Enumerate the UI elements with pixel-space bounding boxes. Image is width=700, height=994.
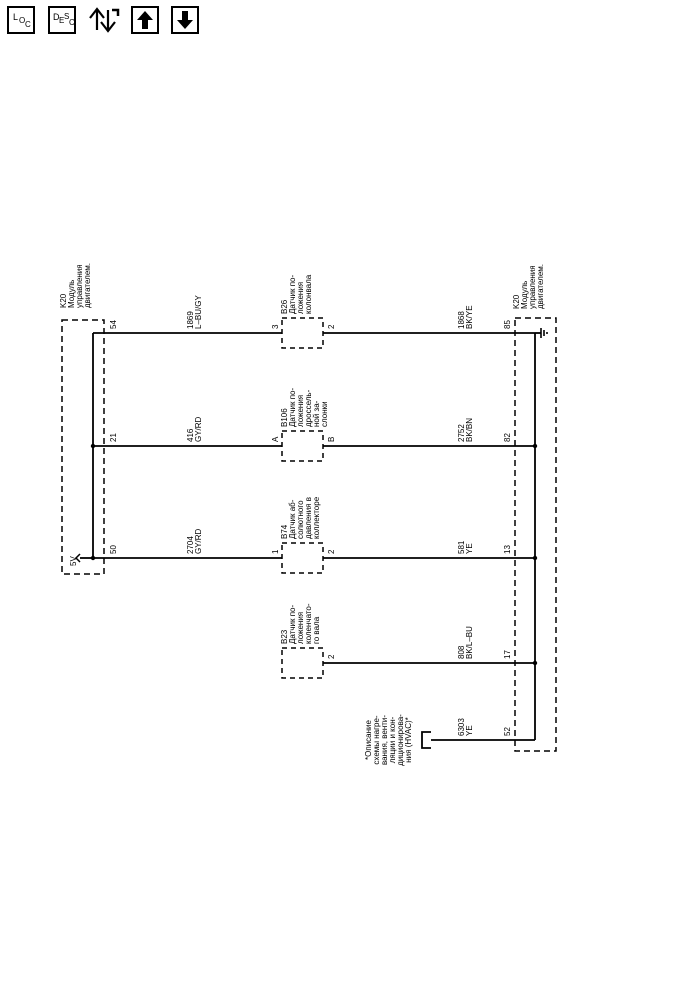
ecm-left-box xyxy=(61,319,105,575)
circuit-2704: 2704 xyxy=(186,536,195,554)
pin-13: 13 xyxy=(503,545,512,554)
b106-name-4: ной за- xyxy=(312,400,321,427)
toolbar: L O C D E S C xyxy=(0,0,700,40)
b74-pin-out: 2 xyxy=(327,549,336,554)
ecm-right-name-1: Модуль xyxy=(520,281,529,309)
circuit-416: 416 xyxy=(186,428,195,442)
b23-name-1: Датчик по- xyxy=(288,605,297,644)
desc-icon[interactable]: D E S C xyxy=(48,6,76,34)
service-tools-icon[interactable] xyxy=(88,6,120,34)
b26-ref: B26 xyxy=(280,299,289,314)
ecm-left-name-2: управления xyxy=(75,264,84,308)
b106-name-1: Датчик по- xyxy=(288,388,297,427)
b23-pin-out: 2 xyxy=(327,654,336,659)
sensor-b106-box xyxy=(281,430,324,462)
b74-name-2: солютного xyxy=(296,500,305,539)
ecm-right-box xyxy=(514,317,557,752)
color-2704: GY/RD xyxy=(194,528,203,554)
ecm-right-name-2: управления xyxy=(528,265,537,309)
color-2752: BK/BN xyxy=(465,418,474,442)
b26-name-2: ложения xyxy=(296,282,305,314)
ecm-left-ref: K20 xyxy=(59,293,68,308)
circuit-6303: 6303 xyxy=(457,718,466,736)
b23-ref: B23 xyxy=(280,629,289,644)
hvac-ref-3[interactable]: вания, венти- xyxy=(380,715,389,765)
b106-name-3: дроссель- xyxy=(304,389,313,427)
ecm-right-ref: K20 xyxy=(512,294,521,309)
b26-pin-in: 3 xyxy=(271,324,280,329)
b106-pin-in: A xyxy=(271,436,280,442)
color-808: BK/L–BU xyxy=(465,626,474,659)
hvac-ref-1[interactable]: *Описание xyxy=(364,719,373,759)
b23-name-3: коленчато- xyxy=(304,603,313,644)
hvac-ref-4[interactable]: ляции и кон- xyxy=(388,716,397,763)
b74-ref: B74 xyxy=(280,524,289,539)
hvac-ref-bracket xyxy=(421,731,431,749)
b106-ref: B106 xyxy=(280,408,289,427)
arrow-down-icon[interactable] xyxy=(171,6,199,34)
b23-name-2: ложения xyxy=(296,612,305,644)
b106-name-5: слонки xyxy=(320,401,329,427)
hvac-ref-5[interactable]: диционирова- xyxy=(396,714,405,766)
b26-name-1: Датчик по- xyxy=(288,275,297,314)
sensor-b74-box xyxy=(281,542,324,574)
pin-54: 54 xyxy=(109,320,118,329)
b26-name-3: колонвала xyxy=(304,274,313,314)
color-1868: BK/YE xyxy=(465,305,474,329)
sensor-b23-box xyxy=(281,647,324,679)
b74-name-1: Датчик аб- xyxy=(288,499,297,539)
b74-name-4: коллекторе xyxy=(312,496,321,539)
circuit-1869: 1869 xyxy=(186,311,195,329)
pin-17: 17 xyxy=(503,650,512,659)
b26-pin-out: 2 xyxy=(327,324,336,329)
pin-82: 82 xyxy=(503,433,512,442)
hvac-ref-2[interactable]: схемы нагре- xyxy=(372,715,381,765)
circuit-2752: 2752 xyxy=(457,424,466,442)
color-6303: YE xyxy=(465,725,474,736)
b106-pin-out: B xyxy=(327,437,336,442)
pin-21: 21 xyxy=(109,433,118,442)
ecm-5v-label: 5V xyxy=(69,556,78,566)
pin-52: 52 xyxy=(503,727,512,736)
b74-pin-in: 1 xyxy=(271,549,280,554)
circuit-808: 808 xyxy=(457,645,466,659)
color-416: GY/RD xyxy=(194,416,203,442)
ecm-right-name-3: двигателем. xyxy=(536,264,545,309)
b23-name-4: го вала xyxy=(312,616,321,644)
hvac-ref-6[interactable]: ния (HVAC)* xyxy=(404,717,413,763)
color-581: YE xyxy=(465,543,474,554)
circuit-581: 581 xyxy=(457,540,466,554)
pin-85: 85 xyxy=(503,320,512,329)
b106-name-2: ложения xyxy=(296,395,305,427)
arrow-up-icon[interactable] xyxy=(131,6,159,34)
pin-50: 50 xyxy=(109,545,118,554)
ecm-left-name-3: двигателем. xyxy=(83,263,92,308)
color-1869: L–BU/GY xyxy=(194,295,203,329)
b74-name-3: давления в xyxy=(304,497,313,539)
sensor-b26-box xyxy=(281,317,324,349)
loc-icon[interactable]: L O C xyxy=(7,6,35,34)
circuit-1868: 1868 xyxy=(457,311,466,329)
ecm-left-name-1: Модуль xyxy=(67,280,76,308)
